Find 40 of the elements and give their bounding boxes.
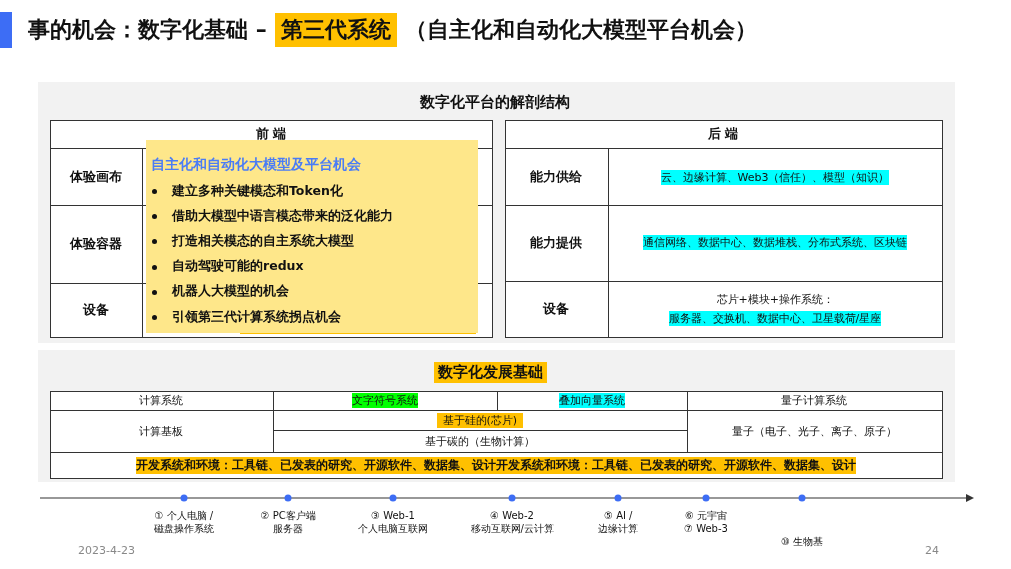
row-header: 设备 [543, 300, 569, 318]
slide-title: 事的机会：数字化基础 – [28, 16, 267, 44]
timeline-label: 磁盘操作系统 [154, 521, 214, 535]
timeline-label: ⑥ 元宇宙 [685, 508, 728, 522]
cell-text: 量子计算系统 [781, 392, 847, 408]
bullet-text: 自动驾驶可能的redux [172, 258, 304, 276]
cell-text: 计算基板 [139, 423, 183, 439]
timeline-label: 个人电脑互联网 [358, 521, 428, 535]
row-header: 能力提供 [530, 234, 582, 252]
row-header: 能力供给 [530, 168, 582, 186]
timeline-label: ② PC客户端 [260, 508, 316, 522]
panel-title: 数字化平台的解剖结构 [420, 92, 570, 112]
bullet-text: 引领第三代计算系统拐点机会 [172, 308, 341, 326]
timeline-label: 边缘计算 [598, 521, 638, 535]
bullet-text: 打造相关模态的自主系统大模型 [172, 232, 354, 250]
timeline-label: ① 个人电脑 / [154, 508, 214, 522]
timeline-label: ⑩ 生物基 [781, 534, 824, 548]
bullet-text: 机器人大模型的机会 [172, 283, 289, 301]
cell-text: 芯片+模块+操作系统： [716, 291, 834, 307]
timeline-label: ④ Web-2 [490, 508, 534, 522]
callout-heading: 自主化和自动化大模型及平台机会 [151, 156, 361, 174]
timeline-label: ③ Web-1 [371, 508, 415, 522]
timeline-label: 服务器 [273, 521, 303, 535]
bullet-text: 建立多种关键模态和Token化 [172, 182, 343, 200]
cell-text: 量子（电子、光子、离子、原子） [731, 423, 897, 439]
cell-text: 基于碳的（生物计算） [425, 433, 535, 449]
row-header: 体验容器 [70, 235, 122, 253]
date-text: 2023-4-23 [78, 543, 135, 557]
row-header: 设备 [83, 301, 109, 319]
row-header: 体验画布 [70, 168, 122, 186]
timeline-label: ⑤ AI / [604, 508, 633, 522]
column-header: 前 端 [255, 125, 287, 143]
bullet-text: 借助大模型中语言模态带来的泛化能力 [172, 207, 393, 225]
timeline-label: 移动互联网/云计算 [470, 521, 554, 535]
column-header: 后 端 [707, 125, 739, 143]
title-highlight: 第三代系统 [275, 13, 397, 47]
slide-subtitle: （自主化和自动化大模型平台机会） [405, 16, 757, 44]
cell-text: 计算系统 [139, 392, 183, 408]
timeline-label: ⑦ Web-3 [684, 521, 728, 535]
page-number: 24 [925, 543, 939, 557]
